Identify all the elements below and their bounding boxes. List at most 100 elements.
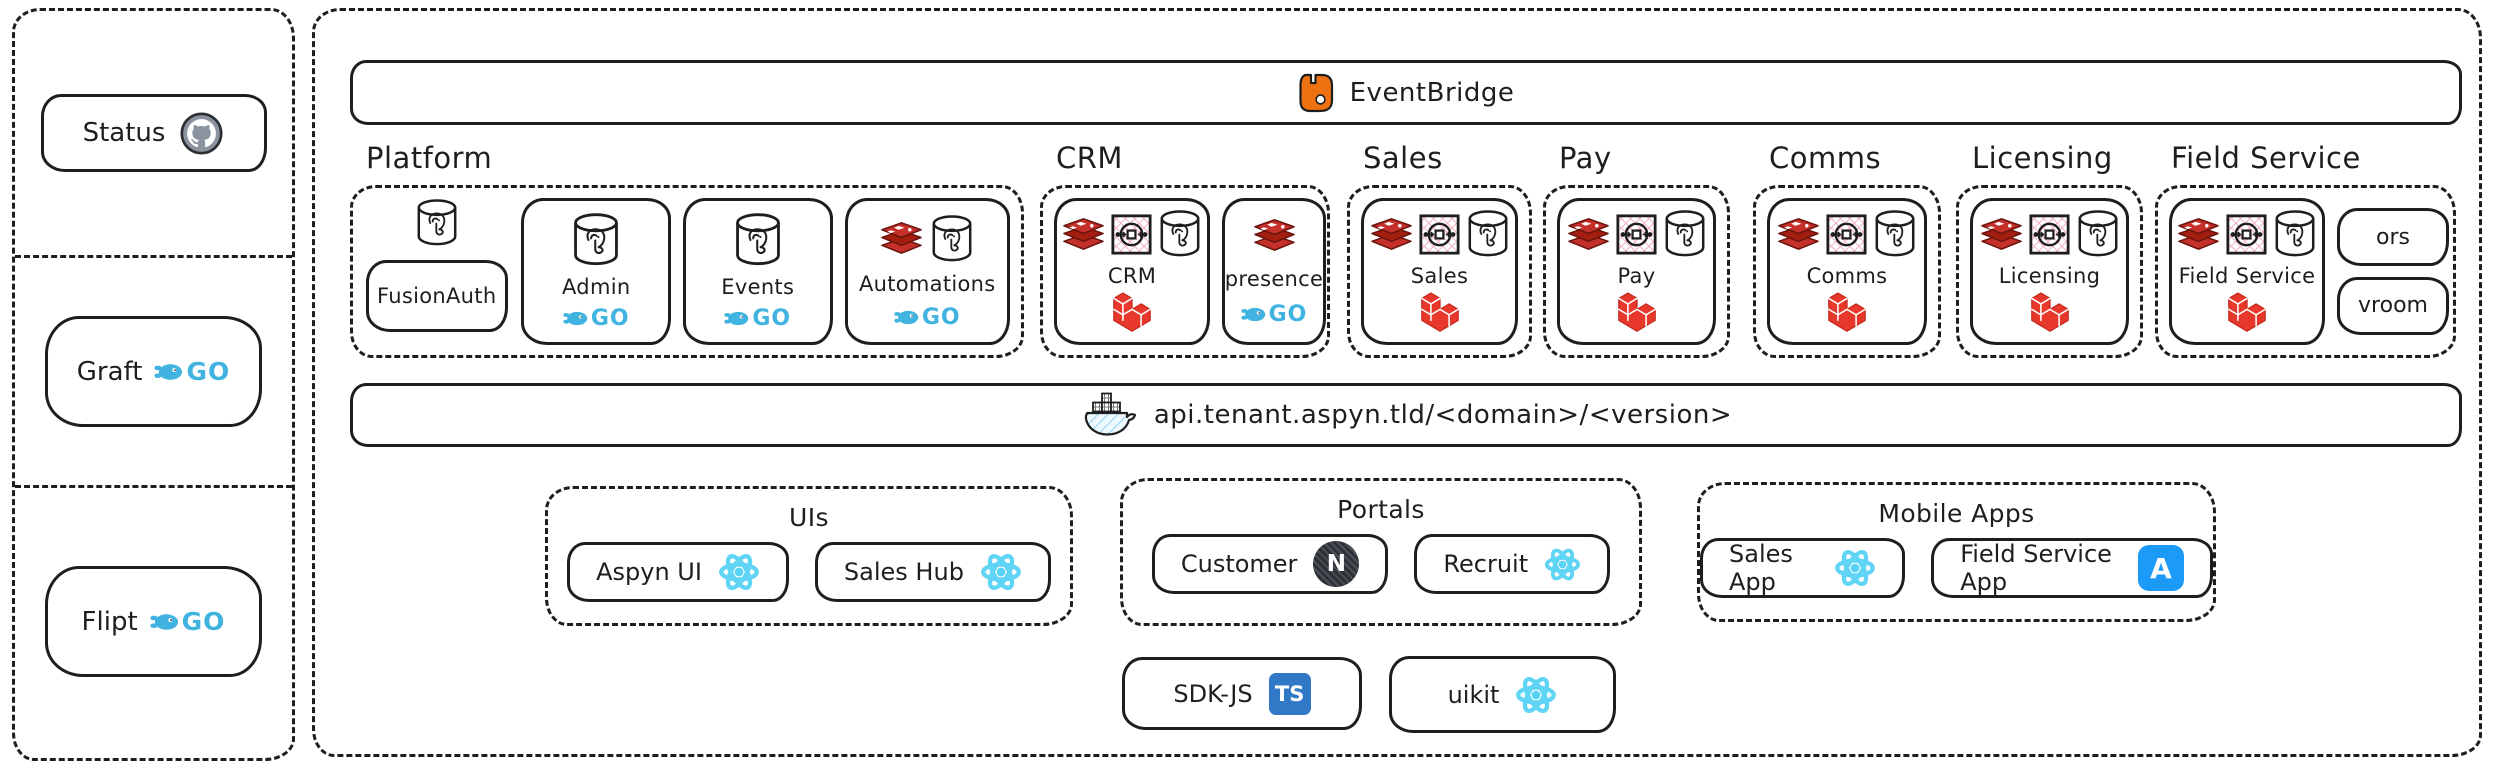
gopher-icon <box>150 612 179 632</box>
app-pill-sales-hub[interactable]: Sales Hub <box>814 542 1051 602</box>
graft-label: Graft <box>76 356 143 387</box>
app-pill-recruit[interactable]: Recruit <box>1414 534 1611 594</box>
laravel-icon <box>1827 292 1867 334</box>
eventbridge-bar[interactable]: EventBridge <box>350 60 2462 125</box>
react-icon <box>718 551 760 593</box>
datastore-icons <box>1061 209 1203 259</box>
service-card-sales[interactable]: Sales <box>1361 198 1518 345</box>
appstore-icon: A <box>2138 545 2184 591</box>
nextjs-icon: N <box>1313 541 1360 587</box>
redis-icon <box>1979 215 2024 254</box>
service-card-admin[interactable]: Admin GO <box>521 198 671 345</box>
postgres-icon <box>732 212 784 268</box>
sidebar-section-graft: Graft GO <box>15 258 292 488</box>
postgres-icon <box>1872 209 1918 259</box>
service-card-comms[interactable]: Comms <box>1767 198 1927 345</box>
service-card-fusionauth[interactable]: FusionAuth <box>365 260 508 332</box>
redis-icon <box>1776 215 1821 254</box>
domain-label: CRM <box>1056 141 1123 175</box>
queue-icon <box>1419 214 1460 255</box>
service-card-events[interactable]: Events GO <box>683 198 833 345</box>
gopher-icon <box>154 362 183 382</box>
service-label: Events <box>721 275 795 299</box>
group-portals: Portals Customer N Recruit <box>1120 478 1642 626</box>
app-pill-field-service-app[interactable]: Field Service App A <box>1931 538 2213 598</box>
gopher-icon <box>724 310 749 327</box>
app-label: Sales App <box>1729 540 1793 596</box>
routing-services-column: ors vroom <box>2337 198 2449 345</box>
service-label: FusionAuth <box>377 284 497 308</box>
app-label: Field Service App <box>1960 540 2112 596</box>
app-pill-sales-app[interactable]: Sales App <box>1700 538 1906 598</box>
queue-icon <box>2029 214 2070 255</box>
service-label: Comms <box>1806 263 1888 288</box>
domain-box-sales: Sales <box>1347 185 1532 358</box>
app-pill-customer[interactable]: Customer N <box>1151 534 1389 594</box>
app-label: Recruit <box>1443 550 1529 578</box>
queue-icon <box>1826 214 1867 255</box>
flipt-label: Flipt <box>81 606 138 637</box>
group-label: Portals <box>1337 495 1425 524</box>
redis-icon <box>1252 216 1297 255</box>
library-label: uikit <box>1447 680 1500 709</box>
service-fusionauth-group: FusionAuth <box>364 198 509 345</box>
domain-platform: Platform FusionAuth Admin GO <box>350 141 1024 358</box>
library-sdk-js[interactable]: SDK-JS TS <box>1122 657 1362 730</box>
sidebar-item-flipt[interactable]: Flipt GO <box>45 566 262 677</box>
service-label: Automations <box>858 272 996 296</box>
service-label: Licensing <box>1998 263 2101 288</box>
service-label: ors <box>2376 224 2410 250</box>
laravel-icon <box>1420 292 1460 334</box>
queue-icon <box>2226 214 2267 255</box>
postgres-icon <box>1465 209 1511 259</box>
service-card-automations[interactable]: Automations GO <box>844 198 1010 345</box>
postgres-icon <box>929 214 975 264</box>
domain-label: Comms <box>1769 141 1882 175</box>
react-icon <box>1515 674 1557 716</box>
datastore-icons <box>1566 209 1708 259</box>
domain-label: Licensing <box>1972 141 2113 175</box>
group-label: UIs <box>789 503 829 532</box>
eventbridge-icon <box>1298 73 1334 113</box>
service-card-pay[interactable]: Pay <box>1557 198 1716 345</box>
domain-label: Field Service <box>2171 141 2361 175</box>
queue-icon <box>1111 214 1152 255</box>
service-card-vroom[interactable]: vroom <box>2337 276 2449 335</box>
domain-licensing: Licensing Licensing <box>1956 141 2143 358</box>
redis-icon <box>879 219 924 258</box>
postgres-icon <box>2272 209 2318 259</box>
service-card-presence[interactable]: presence GO <box>1222 198 1326 345</box>
api-gateway-bar[interactable]: api.tenant.aspyn.tld/<domain>/<version> <box>350 383 2462 447</box>
service-card-licensing[interactable]: Licensing <box>1970 198 2129 345</box>
go-logo-icon: GO <box>1241 302 1308 327</box>
library-uikit[interactable]: uikit <box>1389 656 1616 733</box>
app-label: Sales Hub <box>843 558 964 586</box>
service-label: vroom <box>2358 293 2428 319</box>
gopher-icon <box>563 310 588 327</box>
service-label: Pay <box>1617 263 1656 288</box>
domain-box-comms: Comms <box>1753 185 1941 358</box>
group-mobile-apps: Mobile Apps Sales App Field Service App … <box>1697 482 2216 622</box>
domain-label: Pay <box>1559 141 1612 175</box>
sidebar-item-graft[interactable]: Graft GO <box>45 316 262 427</box>
go-logo-icon: GO <box>563 306 630 331</box>
service-card-ors[interactable]: ors <box>2337 208 2449 267</box>
redis-icon <box>1061 215 1106 254</box>
app-pill-aspyn-ui[interactable]: Aspyn UI <box>567 542 789 602</box>
postgres-icon <box>570 212 622 268</box>
laravel-icon <box>2030 292 2070 334</box>
datastore-icons <box>2176 209 2318 259</box>
service-card-field-service[interactable]: Field Service <box>2169 198 2325 345</box>
datastore-icons <box>879 214 975 264</box>
domain-crm: CRM CRM presence GO <box>1040 141 1330 358</box>
service-card-crm[interactable]: CRM <box>1054 198 1210 345</box>
queue-icon <box>1616 214 1657 255</box>
domain-box-platform: FusionAuth Admin GO Events G <box>350 185 1024 358</box>
sidebar: Status Graft GO Flipt GO <box>12 8 295 761</box>
go-logo-icon: GO <box>150 607 226 636</box>
eventbridge-label: EventBridge <box>1349 77 1515 108</box>
sidebar-item-status[interactable]: Status <box>40 94 267 172</box>
postgres-icon <box>414 198 460 248</box>
library-label: SDK-JS <box>1173 679 1253 708</box>
group-uis: UIs Aspyn UI Sales Hub <box>545 486 1073 626</box>
